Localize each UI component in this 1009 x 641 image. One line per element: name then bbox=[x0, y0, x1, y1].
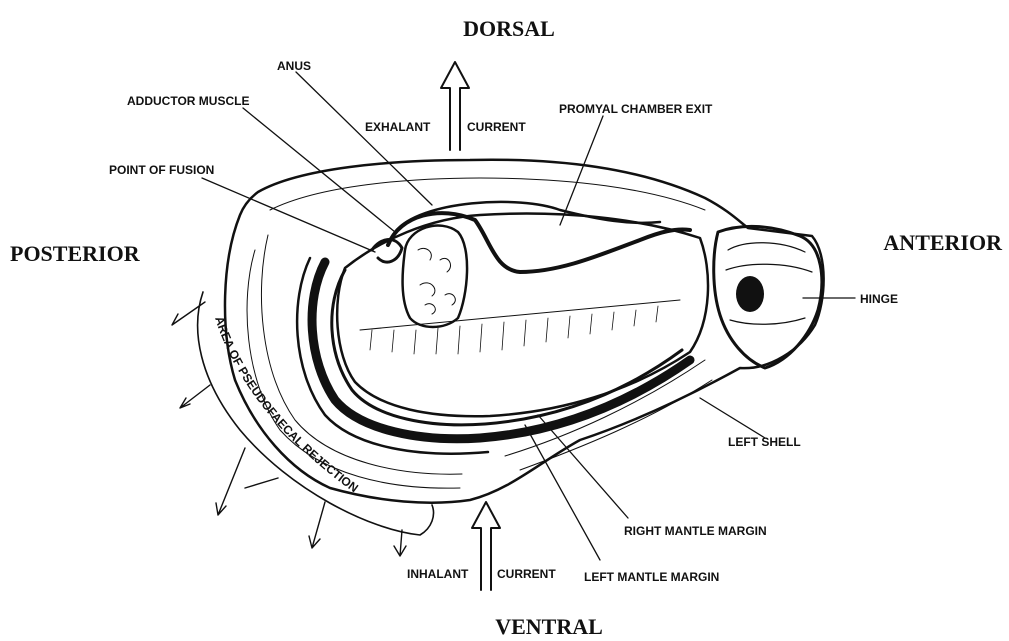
right-mantle-margin-label: RIGHT MANTLE MARGIN bbox=[624, 524, 767, 538]
hinge-ligament bbox=[736, 276, 764, 312]
mantle-margin-band bbox=[312, 262, 690, 439]
hinge-outline bbox=[714, 226, 822, 368]
inhalant-current-arrow bbox=[472, 502, 500, 590]
anus-label: ANUS bbox=[277, 59, 311, 73]
exhalant-label: EXHALANT bbox=[365, 120, 431, 134]
posterior-label: POSTERIOR bbox=[10, 241, 141, 266]
hinge-label: HINGE bbox=[860, 292, 898, 306]
exhalant-current-arrow bbox=[441, 62, 469, 150]
promyal-chamber-exit-label: PROMYAL CHAMBER EXIT bbox=[559, 102, 713, 116]
left-mantle-margin-label: LEFT MANTLE MARGIN bbox=[584, 570, 719, 584]
inhalant-current-label: CURRENT bbox=[497, 567, 556, 581]
dorsal-label: DORSAL bbox=[463, 16, 555, 41]
leader-lines bbox=[202, 72, 855, 560]
exhalant-current-label: CURRENT bbox=[467, 120, 526, 134]
left-shell-label: LEFT SHELL bbox=[728, 435, 801, 449]
ventral-label: VENTRAL bbox=[495, 614, 603, 639]
inhalant-label: INHALANT bbox=[407, 567, 469, 581]
pseudofaecal-bracket bbox=[172, 292, 434, 556]
anterior-label: ANTERIOR bbox=[883, 230, 1003, 255]
point-of-fusion-label: POINT OF FUSION bbox=[109, 163, 214, 177]
adductor-muscle-label: ADDUCTOR MUSCLE bbox=[127, 94, 249, 108]
